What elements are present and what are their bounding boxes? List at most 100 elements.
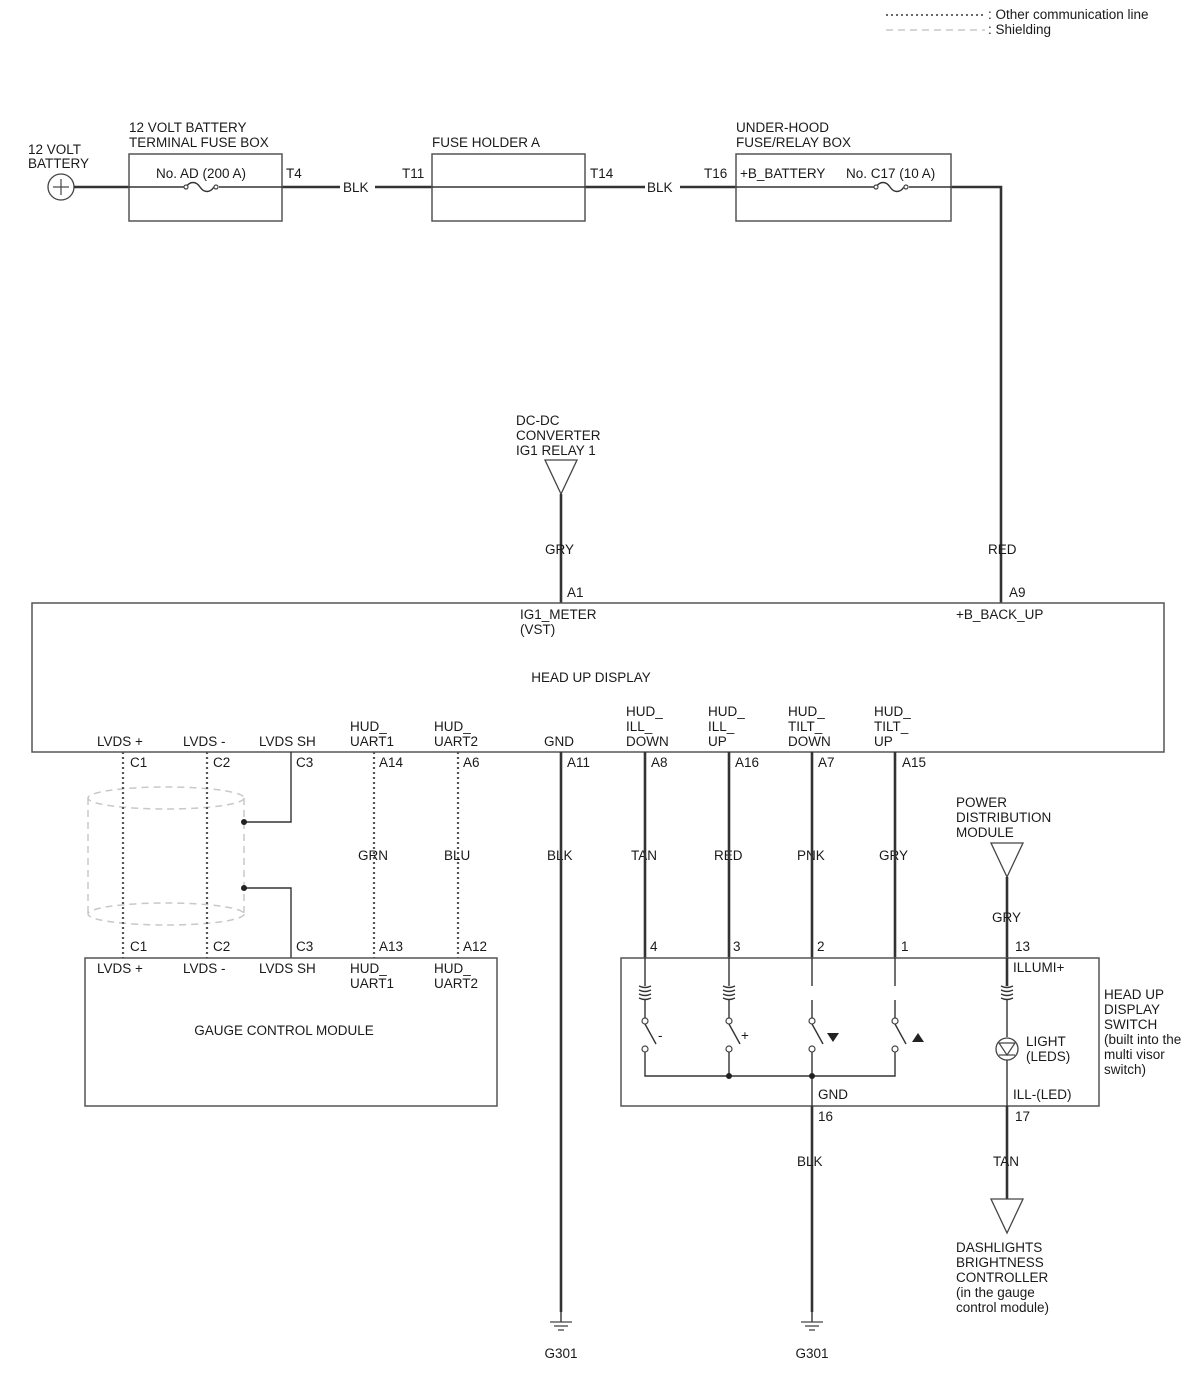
dashlights-label-2: BRIGHTNESS — [956, 1255, 1044, 1270]
connector-icon — [1000, 985, 1014, 1001]
gauge-pin-number: A12 — [463, 939, 487, 954]
terminal-box-title-2: TERMINAL FUSE BOX — [129, 135, 269, 150]
dashlights-label-5: control module) — [956, 1300, 1049, 1315]
switch-plus-label: + — [741, 1028, 749, 1043]
wire-color-label: GRY — [879, 848, 908, 863]
pdm-source-icon — [989, 842, 1025, 879]
dcdc-wire-color: GRY — [545, 542, 574, 557]
hud-pin-label: TILT_ — [788, 719, 823, 734]
hud-pin-label: GND — [544, 734, 574, 749]
hud-pin-number: A16 — [735, 755, 759, 770]
gauge-pin-number: C3 — [296, 939, 313, 954]
hud-switch-illumi: ILLUMI+ — [1013, 960, 1065, 975]
pdm-label-1: POWER — [956, 795, 1007, 810]
hud-pin-label: HUD_ — [788, 704, 825, 719]
tilt-down-arrow-icon — [827, 1033, 839, 1042]
hud-pin-number: A8 — [651, 755, 668, 770]
dcdc-source-icon — [543, 459, 579, 496]
battery-label-1: 12 VOLT — [28, 142, 81, 157]
hud-pin-number: A6 — [463, 755, 480, 770]
switch-icon — [808, 1017, 824, 1053]
hud-pin-label: DOWN — [788, 734, 831, 749]
wire-color-label: GRN — [358, 848, 388, 863]
dcdc-pin: A1 — [567, 585, 584, 600]
dcdc-label-2: CONVERTER — [516, 428, 601, 443]
gauge-pin-number: C2 — [213, 939, 230, 954]
hud-pin-label: HUD_ — [874, 704, 911, 719]
gauge-pin-number: A13 — [379, 939, 403, 954]
hud-pin-label: UART1 — [350, 734, 394, 749]
dashlights-label-4: (in the gauge — [956, 1285, 1035, 1300]
hud-pin-number: A11 — [567, 755, 590, 770]
hud-backup-label: +B_BACK_UP — [956, 607, 1043, 622]
hud-pin-label: ILL_ — [708, 719, 735, 734]
dashlights-controller: DASHLIGHTS BRIGHTNESS CONTROLLER (in the… — [956, 1198, 1049, 1315]
hud-switch-pin: 3 — [733, 939, 741, 954]
gauge-pin-label: HUD_ — [434, 961, 471, 976]
gauge-pin-label: HUD_ — [350, 961, 387, 976]
hud-pin-number: C1 — [130, 755, 147, 770]
underhood-fuse-box: UNDER-HOOD FUSE/RELAY BOX T16 +B_BATTERY… — [704, 120, 952, 222]
hud-switch-title-6: switch) — [1104, 1062, 1146, 1077]
shield-drain-wire-top — [244, 752, 292, 823]
terminal-box-out-terminal: T4 — [286, 166, 302, 181]
terminal-fuse-box: 12 VOLT BATTERY TERMINAL FUSE BOX No. AD… — [128, 120, 302, 222]
hud-output-wires — [559, 752, 897, 1312]
hud-pin-label: LVDS + — [97, 734, 143, 749]
hud-switch-title-2: DISPLAY — [1104, 1002, 1160, 1017]
dcdc-converter: DC-DC CONVERTER IG1 RELAY 1 GRY A1 — [516, 413, 601, 603]
ground-icon — [801, 1312, 823, 1331]
pdm-wire-color: GRY — [992, 910, 1021, 925]
hud-pin-label: HUD_ — [350, 719, 387, 734]
hud-switch-title-4: (built into the — [1104, 1032, 1181, 1047]
switch-ill-label: ILL-(LED) — [1013, 1087, 1072, 1102]
underhood-fuse-label: No. C17 (10 A) — [846, 166, 935, 181]
legend: : Other communication line : Shielding — [886, 7, 1149, 37]
hud-switch-frame — [620, 957, 1100, 1107]
wire-color-label: BLU — [444, 848, 470, 863]
led-label-2: (LEDS) — [1026, 1049, 1070, 1064]
ground-label: G301 — [795, 1346, 828, 1361]
dashlights-source-icon — [989, 1198, 1025, 1235]
legend-comm-label: : Other communication line — [988, 7, 1149, 22]
terminal-box-fuse-label: No. AD (200 A) — [156, 166, 246, 181]
hud-pin-number: A7 — [818, 755, 835, 770]
hud-switch: 4 3 2 1 13 ILLUMI+ HEAD UP DISPLAY SWITC… — [620, 939, 1181, 1124]
gauge-frame — [84, 957, 498, 1107]
underhood-in-terminal: T16 — [704, 166, 727, 181]
underhood-title-2: FUSE/RELAY BOX — [736, 135, 851, 150]
ground-icon — [550, 1312, 572, 1331]
shield-cylinder — [87, 786, 245, 926]
dashlights-label-3: CONTROLLER — [956, 1270, 1049, 1285]
switch-minus-label: - — [658, 1028, 663, 1043]
fuse-holder-out-terminal: T14 — [590, 166, 614, 181]
switch-gnd-wire-color: BLK — [797, 1154, 823, 1169]
led-label-1: LIGHT — [1026, 1034, 1066, 1049]
gauge-pin-label: LVDS + — [97, 961, 143, 976]
underhood-title-1: UNDER-HOOD — [736, 120, 829, 135]
hud-pin-label: HUD_ — [626, 704, 663, 719]
fuse-holder-title: FUSE HOLDER A — [432, 135, 540, 150]
hud-switch-pin: 2 — [817, 939, 825, 954]
underhood-pin-label: +B_BATTERY — [740, 166, 825, 181]
dashlights-label-1: DASHLIGHTS — [956, 1240, 1042, 1255]
dcdc-label-1: DC-DC — [516, 413, 560, 428]
fuse-icon — [875, 181, 905, 193]
led-icon — [995, 1037, 1019, 1061]
terminal-box-title-1: 12 VOLT BATTERY — [129, 120, 247, 135]
gauge-pin-label: LVDS SH — [259, 961, 316, 976]
gauge-pin-label: UART2 — [434, 976, 478, 991]
battery-feed-wire — [74, 185, 1003, 603]
connector-icon — [722, 985, 736, 1001]
hud-pin-label: HUD_ — [708, 704, 745, 719]
hud-pin-label: TILT_ — [874, 719, 909, 734]
ground-label: G301 — [544, 1346, 577, 1361]
switch-icon — [725, 1017, 741, 1053]
fuse-icon — [185, 181, 215, 193]
hud-switch-title-1: HEAD UP — [1104, 987, 1164, 1002]
hud-switch-pin: 4 — [650, 939, 658, 954]
battery-label-2: BATTERY — [28, 156, 89, 171]
connector-icon — [638, 985, 652, 1001]
backup-pin: A9 — [1009, 585, 1026, 600]
